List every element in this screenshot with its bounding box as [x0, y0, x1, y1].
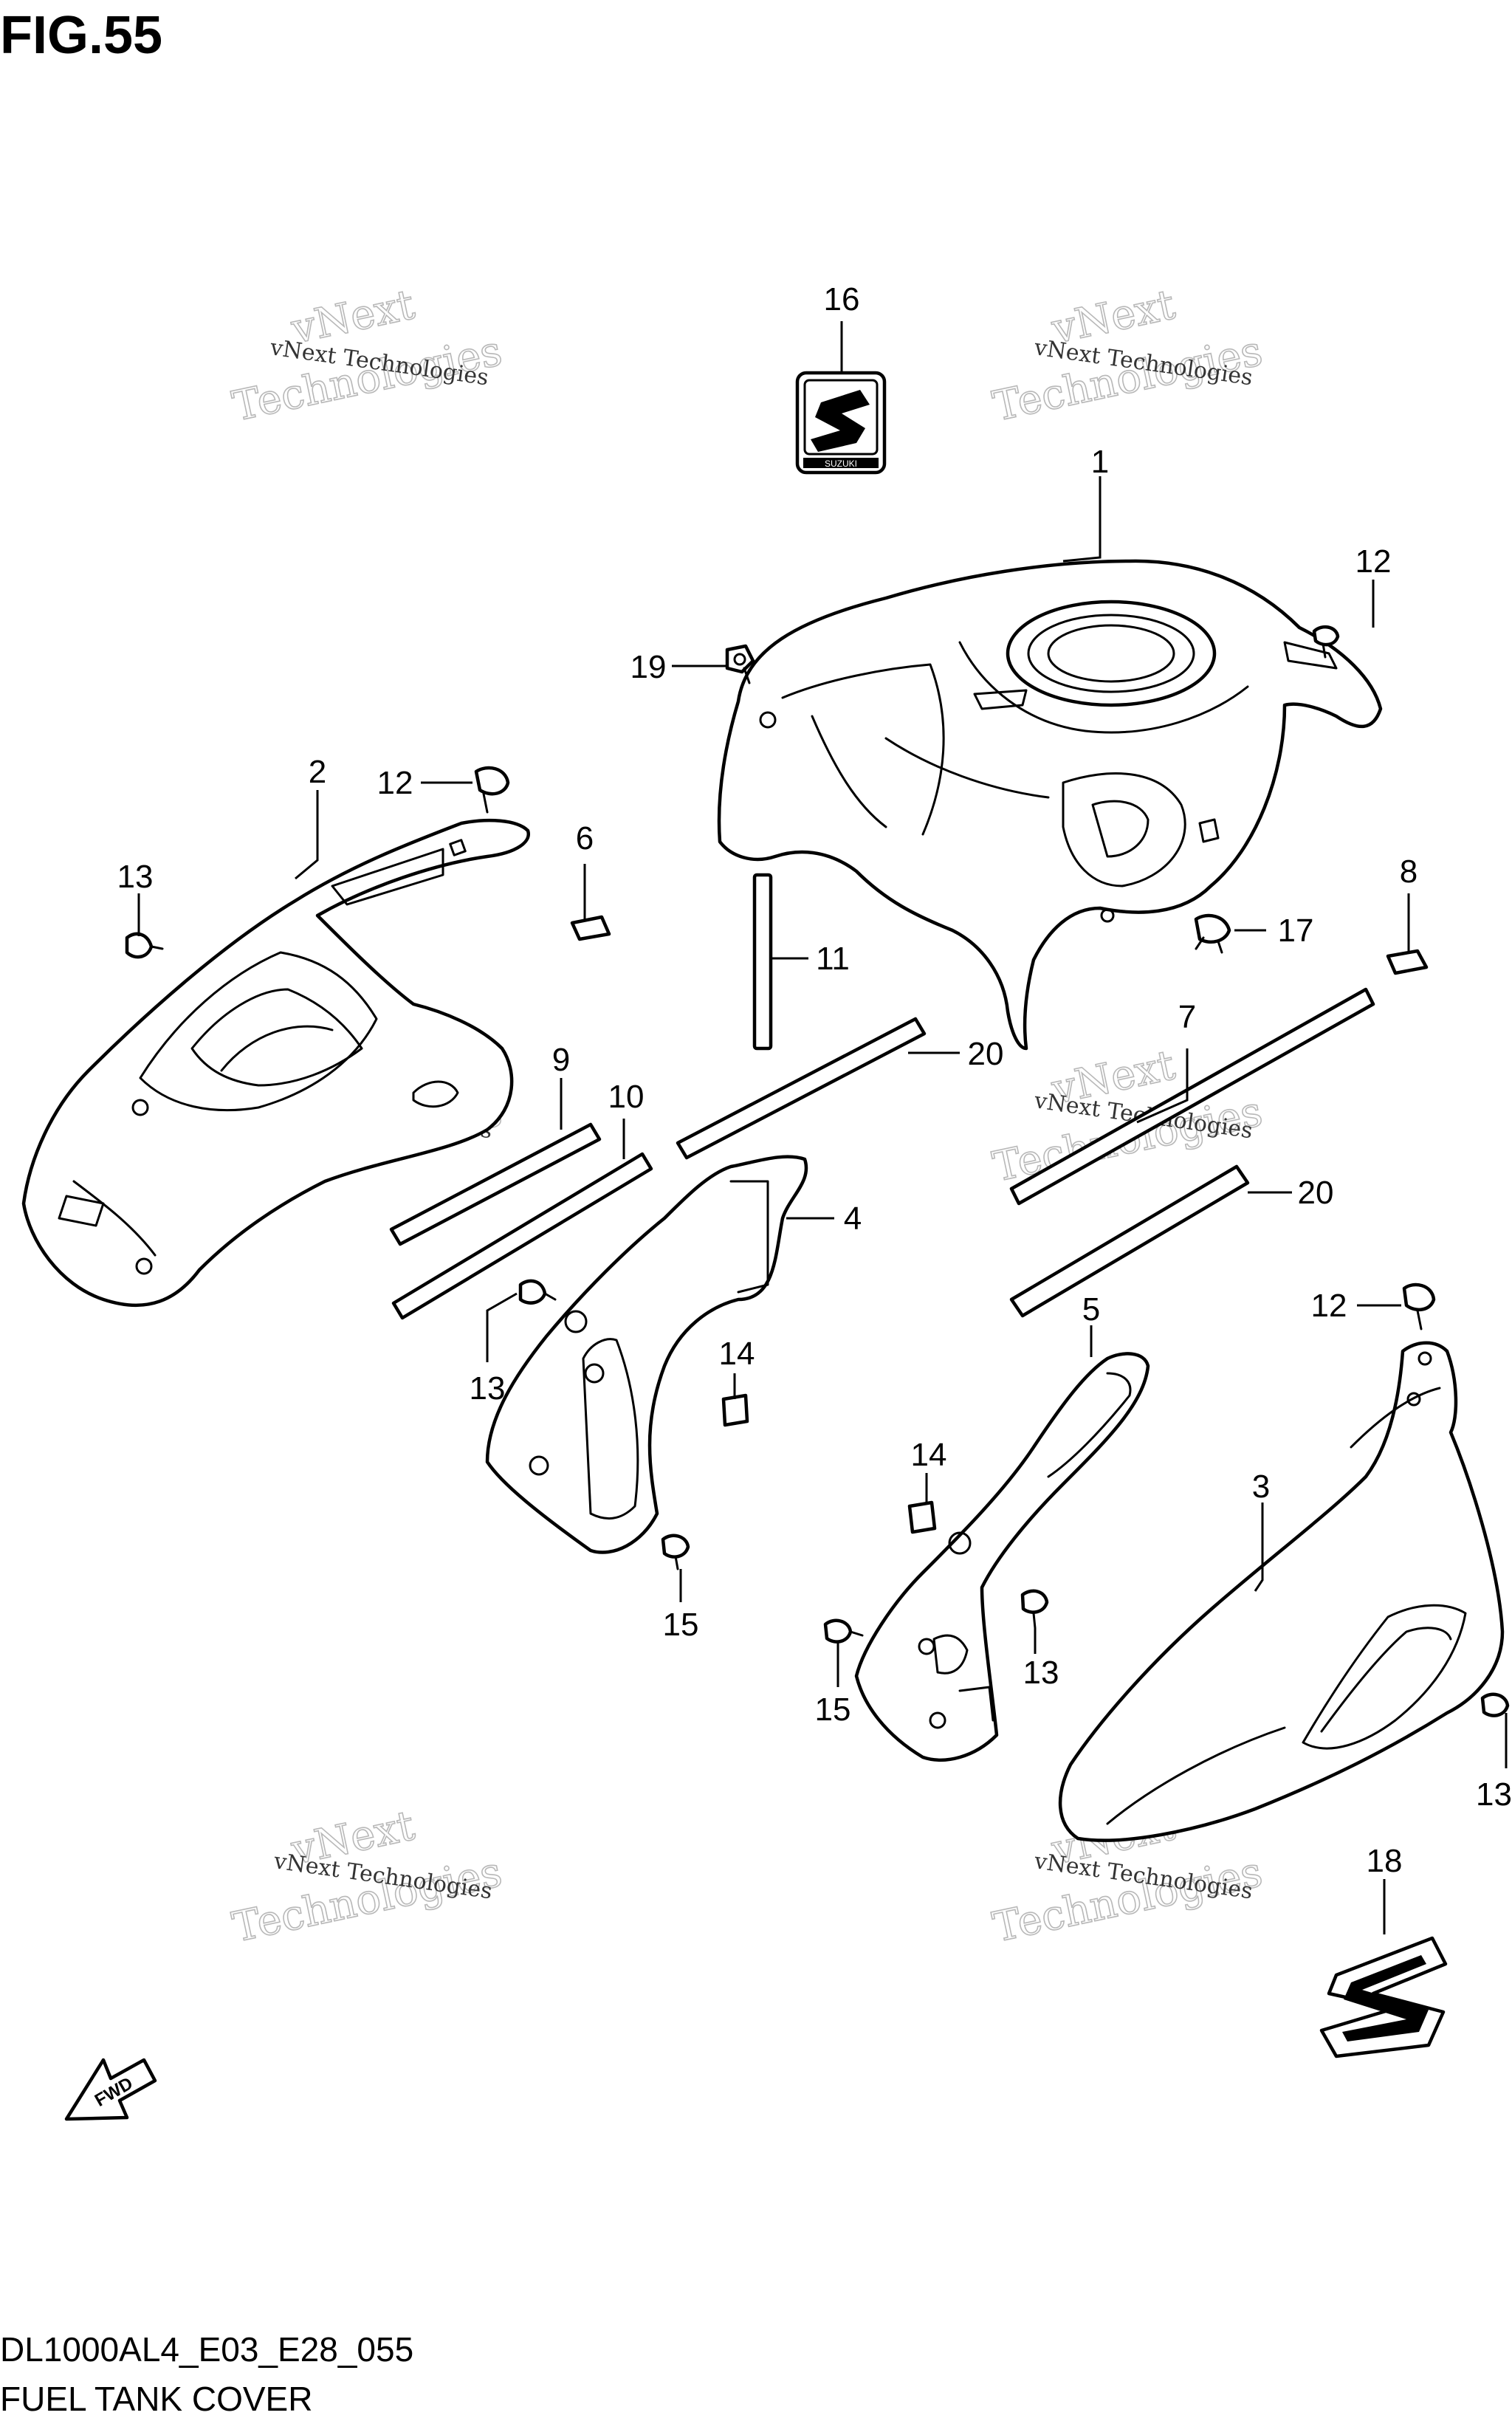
callout-15-right: 15 [815, 1692, 851, 1728]
figure-label: FIG.55 [0, 6, 162, 65]
watermark-top-right: Technologies vNext vNext Technologies [989, 280, 1268, 431]
part-10-strip [391, 1152, 653, 1320]
callout-17: 17 [1278, 913, 1314, 949]
callout-14-right: 14 [911, 1437, 947, 1473]
part-16-emblem: SUZUKI [795, 371, 887, 475]
callout-15-left: 15 [663, 1607, 699, 1643]
callout-13-left: 13 [117, 859, 154, 895]
watermark-top-left: Technologies vNext vNext Technologies [228, 280, 507, 431]
part-7-strip [1009, 987, 1375, 1206]
callout-13-far-right: 13 [1476, 1776, 1512, 1813]
callout-6: 6 [576, 820, 594, 856]
part-4-inner-panel [485, 1155, 808, 1554]
part-9-strip [389, 1122, 602, 1246]
callout-5: 5 [1082, 1291, 1100, 1328]
callout-12-upper-left: 12 [377, 765, 413, 801]
part-14-clip-left [721, 1393, 749, 1427]
callout-20-lower: 20 [1298, 1175, 1334, 1211]
part-2-left-cover [21, 818, 530, 1307]
callout-12-top-right: 12 [1355, 543, 1392, 580]
callout-13-inner-right: 13 [1023, 1655, 1059, 1691]
watermark-bottom-left: Technologies vNext vNext Technologies [228, 1801, 507, 1952]
part-12-screw-upper-left [474, 766, 510, 814]
diagram-title: FUEL TANK COVER [0, 2380, 312, 2418]
part-8-pad [1386, 949, 1429, 975]
part-20-strip-lower [1009, 1164, 1250, 1318]
leader-lines [137, 321, 1508, 1934]
part-6-pad [570, 915, 611, 941]
callout-3: 3 [1252, 1469, 1270, 1505]
callout-1: 1 [1091, 444, 1109, 480]
callout-4: 4 [844, 1201, 862, 1237]
part-15-screw-right [823, 1618, 864, 1644]
part-14-clip-right [907, 1500, 937, 1534]
callout-13-middle: 13 [470, 1370, 506, 1407]
callout-labels: 16 1 12 19 2 12 13 6 8 17 11 7 9 20 10 4… [117, 281, 1512, 1879]
part-13-screw-middle [518, 1279, 557, 1305]
part-3-right-cover [1058, 1341, 1505, 1842]
callout-19: 19 [630, 649, 667, 685]
part-12-screw-top-right [1312, 625, 1340, 659]
part-20-strip-upper [676, 1017, 927, 1160]
callout-9: 9 [552, 1042, 570, 1078]
part-11-strip [752, 873, 773, 1051]
callout-10: 10 [608, 1079, 645, 1115]
watermark-mid-right: Technologies vNext vNext Technologies [989, 1040, 1268, 1192]
part-13-screw-inner-right [1020, 1589, 1049, 1630]
callout-12-right: 12 [1311, 1288, 1347, 1324]
part-1-tank-cover [717, 559, 1383, 1051]
callout-7: 7 [1178, 999, 1196, 1035]
fwd-arrow-icon: FWD [64, 2058, 157, 2121]
emblem-text: SUZUKI [825, 459, 857, 469]
callout-16: 16 [824, 281, 860, 317]
part-17-clip [1194, 913, 1231, 954]
part-18-logo-decal [1319, 1936, 1448, 2058]
callout-14-left: 14 [719, 1336, 755, 1372]
diagram-code: DL1000AL4_E03_E28_055 [0, 2330, 413, 2369]
callout-18: 18 [1367, 1843, 1403, 1879]
part-12-screw-right [1402, 1282, 1436, 1330]
callout-11: 11 [816, 941, 850, 977]
part-13-screw-left [125, 932, 164, 959]
part-13-screw-far-right [1480, 1692, 1510, 1717]
part-15-screw-left [661, 1534, 690, 1570]
callout-20-upper: 20 [968, 1036, 1004, 1072]
callout-8: 8 [1400, 854, 1418, 890]
callout-2: 2 [309, 754, 326, 790]
part-5-inner-panel [854, 1352, 1150, 1762]
